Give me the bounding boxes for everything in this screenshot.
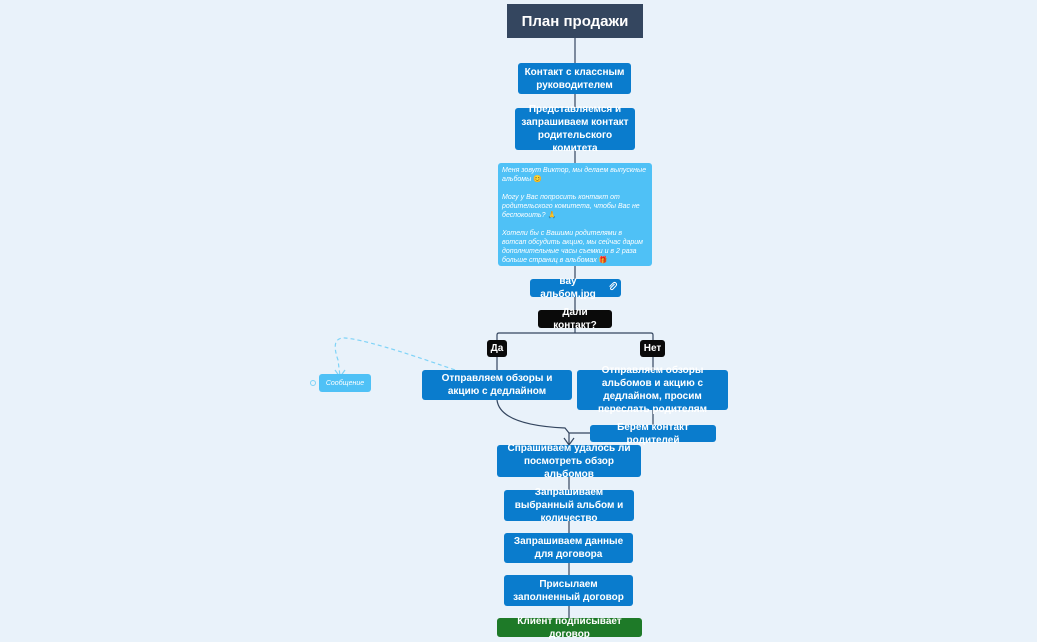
node-introduce[interactable]: Представляемся и запрашиваем контакт род… xyxy=(515,104,635,154)
merge-connector xyxy=(496,399,570,434)
message-note[interactable]: Сообщение xyxy=(319,374,371,392)
node-attachment[interactable]: вау альбом.jpg xyxy=(530,276,621,300)
branch-connector xyxy=(496,332,654,340)
decision-got-contact[interactable]: Дали контакт? xyxy=(538,307,612,331)
node-no-action[interactable]: Отправляем обзоры альбомов и акцию с дед… xyxy=(577,365,728,415)
node-ask-contract-data[interactable]: Запрашиваем данные для договора xyxy=(504,533,633,563)
script-paragraph: Хотели бы с Вашими родителями в вотсап о… xyxy=(502,230,643,264)
message-link xyxy=(334,337,456,377)
branch-yes[interactable]: Да xyxy=(487,340,507,357)
branch-no[interactable]: Нет xyxy=(640,340,665,357)
node-ask-review[interactable]: Спрашиваем удалось ли посмотреть обзор а… xyxy=(497,443,641,480)
paperclip-icon[interactable] xyxy=(608,281,618,295)
attachment-name: вау альбом.jpg xyxy=(540,276,596,300)
script-paragraph: Могу у Вас попросить контакт от родитель… xyxy=(502,194,640,219)
script-paragraph: Меня зовут Виктор, мы делаем выпускные а… xyxy=(502,167,647,183)
gift-icon: 🎁 xyxy=(598,257,608,264)
map-title[interactable]: План продажи xyxy=(507,4,643,38)
node-client-signs[interactable]: Клиент подписывает договор xyxy=(497,616,642,640)
node-ask-choice[interactable]: Запрашиваем выбранный альбом и количеств… xyxy=(504,487,634,524)
script-note[interactable]: Меня зовут Виктор, мы делаем выпускные а… xyxy=(498,163,652,266)
smile-icon: 😊 xyxy=(533,176,542,183)
node-get-parent-contact[interactable]: Берем контакт родителей xyxy=(590,422,716,446)
bow-icon: 🙏 xyxy=(547,212,557,219)
node-send-contract[interactable]: Присылаем заполненный договор xyxy=(504,575,633,606)
message-anchor-dot xyxy=(310,380,316,386)
node-contact-teacher[interactable]: Контакт с классным руководителем xyxy=(518,63,631,94)
node-yes-action[interactable]: Отправляем обзоры и акцию с дедлайном xyxy=(422,370,572,400)
